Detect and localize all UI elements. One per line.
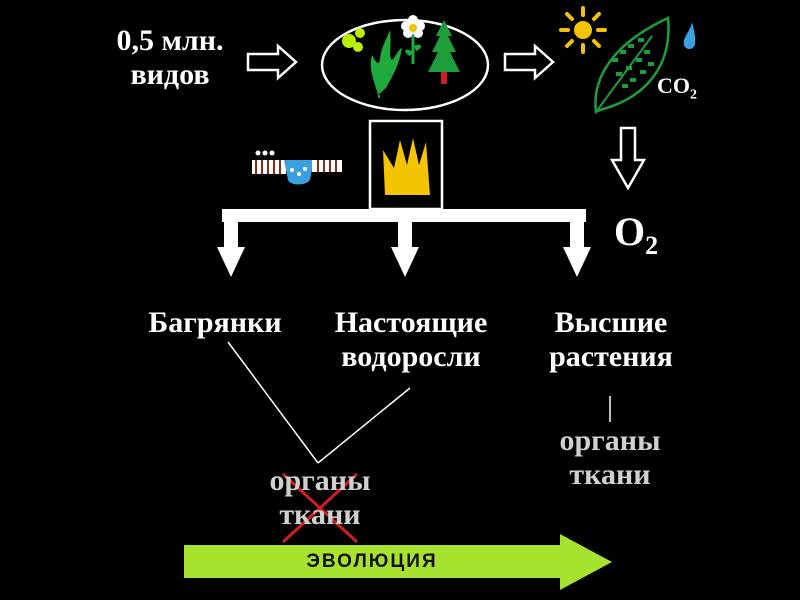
organs-absent-line2: ткани (279, 498, 361, 531)
o2-label: O2 (614, 210, 658, 268)
group-higher-plants-line1: Высшие (554, 306, 668, 339)
group-red-algae: Багрянки (120, 306, 310, 340)
group-higher-plants: Высшие растения (516, 306, 706, 374)
co2-subscript: 2 (690, 87, 697, 103)
water-drop-icon (683, 22, 696, 50)
species-count-line1: 0,5 млн. (116, 24, 224, 57)
sun-icon (559, 6, 607, 54)
organs-present-label: органы ткани (530, 424, 690, 492)
plants-ellipse (320, 18, 490, 112)
group-higher-plants-line2: растения (549, 340, 673, 373)
organs-present-line1: органы (559, 424, 661, 457)
group-true-algae-line2: водоросли (341, 340, 481, 373)
crown-icon (383, 138, 430, 195)
arrow-to-plants (246, 43, 298, 81)
seaweed-icon (370, 30, 402, 98)
co2-label: CO2 (657, 74, 697, 107)
cross-out-mark (281, 472, 359, 544)
group-true-algae: Настоящие водоросли (316, 306, 506, 374)
flower-icon (401, 15, 425, 64)
algae-cells-icon (342, 28, 365, 52)
species-count-line2: видов (130, 58, 210, 91)
evolution-label: ЭВОЛЮЦИЯ (306, 551, 438, 572)
co2-text: CO (657, 73, 690, 98)
arrow-to-photosynthesis (503, 43, 555, 81)
leaf-icon (594, 16, 670, 114)
arrow-to-o2 (609, 126, 647, 191)
o2-text: O (614, 209, 646, 254)
fir-tree-icon (428, 20, 460, 84)
branch-tree (217, 209, 591, 277)
group-true-algae-line1: Настоящие (334, 306, 488, 339)
organs-absent-line1: органы (269, 464, 371, 497)
species-count-label: 0,5 млн. видов (95, 24, 245, 92)
group-red-algae-label: Багрянки (148, 306, 282, 339)
organs-present-line2: ткани (569, 458, 651, 491)
evolution-arrow (184, 534, 612, 590)
red-algae-icon (252, 150, 342, 185)
connector-lines (227, 341, 611, 464)
o2-subscript: 2 (645, 231, 659, 260)
organs-absent-label: органы ткани (240, 464, 400, 532)
